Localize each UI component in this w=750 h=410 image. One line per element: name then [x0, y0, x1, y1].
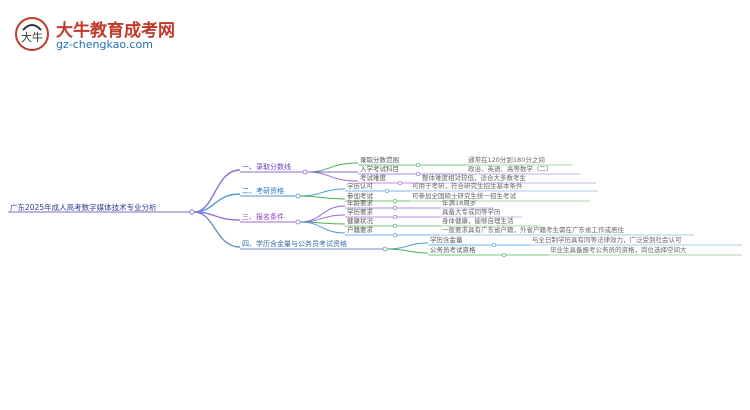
branch-4-label: 四、学历含金量与公务员考试资格 — [242, 240, 347, 248]
leaf-label: 考试难度 — [360, 174, 386, 182]
branch-2-label: 二、考研资格 — [242, 187, 284, 195]
brand-logo: 大牛 大牛教育成考网 gz-chengkao.com — [14, 14, 234, 56]
branch-1-label: 一、录取分数线 — [242, 163, 291, 171]
leaf-label: 公务员考试资格 — [430, 246, 476, 254]
leaf-value: 一般要求具有广东省户籍，外省户籍考生需在广东省工作或居住 — [442, 226, 624, 234]
branch-3-label: 三、报名条件 — [242, 213, 284, 221]
leaf-value: 政治、英语、高等数学（二） — [468, 165, 553, 173]
leaf-value: 身体健康，能够自理生活 — [442, 217, 514, 225]
leaf-value: 通常在120分到180分之间 — [468, 156, 545, 164]
leaf-label: 户籍要求 — [347, 226, 373, 234]
mindmap-root: 广东2025年成人高考数字媒体技术专业分析 — [10, 203, 157, 212]
leaf-value: 与全日制学历具有同等法律效力，广泛受到社会认可 — [532, 236, 682, 244]
leaf-value: 可参加全国硕士研究生统一招生考试 — [412, 192, 516, 200]
leaf-label: 参加考试 — [347, 192, 373, 200]
leaf-label: 年龄要求 — [347, 199, 373, 207]
leaf-value: 可用于考研，符合研究生招生基本条件 — [412, 182, 523, 190]
leaf-label: 学历含金量 — [430, 236, 463, 244]
leaf-label: 入学考试科目 — [360, 165, 399, 173]
leaf-value: 具备大专或同等学历 — [442, 208, 501, 216]
logo-mark-text: 大牛 — [21, 30, 43, 44]
leaf-value: 年满18周岁 — [442, 199, 477, 207]
brand-url: gz-chengkao.com — [56, 38, 153, 51]
leaf-label: 学历要求 — [347, 208, 373, 216]
brand-title: 大牛教育成考网 — [56, 21, 175, 41]
leaf-label: 学历认可 — [347, 182, 373, 190]
leaf-value: 整体难度相对较低，适合大多数考生 — [422, 174, 526, 182]
leaf-label: 录取分数范围 — [360, 156, 399, 164]
bull-logo-icon: 大牛 — [15, 17, 49, 51]
leaf-value: 毕业生具备报考公务员的资格，岗位选择空间大 — [550, 246, 687, 254]
leaf-label: 健康状况 — [347, 217, 373, 225]
